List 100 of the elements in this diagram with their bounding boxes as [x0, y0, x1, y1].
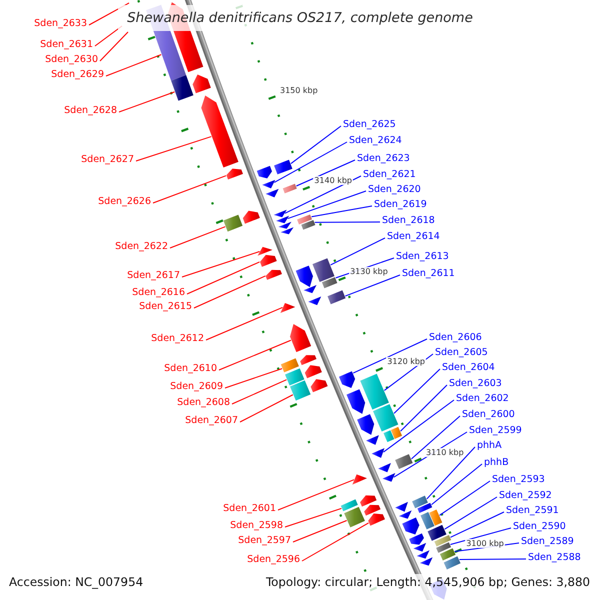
gene-wedge	[398, 510, 412, 519]
leader-line	[284, 176, 362, 214]
leader-line	[240, 394, 294, 422]
leader-line	[458, 558, 526, 560]
gene-label: Sden_2615	[139, 301, 192, 313]
gene-label: Sden_2622	[115, 241, 168, 253]
gene-wedge	[266, 188, 279, 198]
gene-wedge	[280, 302, 296, 313]
leader-line	[136, 136, 212, 162]
leader-line	[296, 160, 356, 186]
gene-pentagon	[357, 414, 374, 435]
gene-wedge	[366, 435, 379, 445]
gene-pentagon	[346, 389, 366, 414]
gene-label: Sden_2596	[247, 554, 300, 566]
gene-wedge	[262, 180, 276, 188]
gene-block	[280, 358, 299, 372]
gene-pentagon	[364, 504, 381, 516]
gene-label: Sden_2589	[521, 536, 574, 548]
tick-label: 3130 kbp	[349, 266, 389, 276]
leader-line	[232, 379, 288, 404]
gene-label: Sden_2616	[132, 287, 185, 299]
leader-line	[426, 446, 476, 500]
leader-line	[224, 368, 283, 388]
gene-label: Sden_2623	[357, 153, 410, 165]
gene-block	[390, 426, 402, 439]
gene-wedge	[304, 285, 317, 294]
gene-block	[444, 556, 461, 570]
gene-block	[340, 499, 358, 512]
gene-block	[297, 214, 312, 225]
gene-pentagon	[260, 254, 277, 267]
leader-line	[382, 400, 454, 453]
gene-label: Sden_2605	[435, 347, 488, 359]
gene-block	[373, 404, 398, 432]
gene-label: Sden_2613	[396, 251, 449, 263]
tick-label: 3120 kbp	[386, 357, 426, 366]
leader-line	[394, 368, 440, 414]
gene-block	[412, 496, 428, 508]
gene-wedge	[280, 227, 294, 234]
gene-label: Sden_2590	[513, 521, 566, 533]
gene-pentagon	[360, 495, 377, 507]
leader-line	[410, 416, 460, 460]
leader-line	[444, 496, 498, 530]
gene-label: Sden_2598	[230, 520, 283, 532]
gene-wedge	[274, 210, 287, 218]
gene-pentagon	[192, 74, 211, 94]
leader-line	[290, 126, 342, 164]
gene-block	[434, 535, 452, 547]
tick-label: 3110 kbp	[425, 448, 465, 457]
gene-label: Sden_2599	[469, 425, 522, 437]
leader-line	[88, 2, 130, 26]
leader-line	[311, 206, 372, 218]
gene-label: Sden_2620	[368, 184, 421, 196]
gene-pentagon	[242, 210, 260, 224]
gene-block	[223, 214, 243, 232]
gene-label: phhB	[484, 457, 509, 469]
gene-label: Sden_2604	[442, 362, 495, 374]
gene-label: Sden_2593	[492, 474, 545, 486]
gene-label: Sden_2629	[51, 69, 104, 81]
accession-text: Accession: NC_007954	[9, 574, 144, 591]
gene-block	[290, 380, 311, 401]
leader-line	[218, 340, 292, 370]
gene-pentagon	[310, 379, 328, 392]
tick-label: 3140 kbp	[313, 176, 353, 186]
gene-label: Sden_2606	[429, 332, 482, 344]
leader-line	[152, 175, 227, 204]
gene-label: Sden_2592	[499, 490, 552, 502]
leader-line	[194, 275, 266, 308]
leader-line	[278, 479, 354, 510]
gene-block	[440, 548, 456, 560]
leader-line	[344, 274, 400, 297]
gene-pentagon	[368, 513, 385, 526]
gene-label: Sden_2619	[374, 199, 427, 211]
gene-label: Sden_2633	[34, 18, 87, 30]
gene-wedge	[416, 550, 430, 559]
gene-wedge	[308, 296, 322, 306]
gene-label: Sden_2609	[170, 381, 223, 393]
gene-label: Sden_2612	[151, 333, 204, 345]
leader-line	[439, 480, 490, 516]
gene-label: Sden_2625	[343, 119, 396, 131]
leader-line	[100, 32, 128, 62]
leader-line	[170, 226, 226, 248]
gene-label: Sden_2627	[81, 154, 134, 166]
gene-wedge	[258, 246, 272, 256]
gene-block	[301, 220, 316, 230]
gene-label: Sden_2600	[462, 409, 515, 421]
gene-pentagon	[409, 533, 424, 545]
gene-label: phhA	[477, 440, 502, 452]
leader-line	[182, 251, 260, 278]
gene-block	[436, 542, 452, 553]
gene-pentagon	[304, 365, 322, 378]
gene-block	[420, 512, 434, 530]
gene-block	[284, 368, 304, 386]
leader-line	[330, 238, 386, 266]
gene-label: Sden_2597	[238, 535, 291, 547]
gene-block	[274, 160, 292, 174]
gene-label: Sden_2617	[127, 270, 180, 282]
gene-pentagon	[338, 371, 356, 388]
leader-line	[292, 520, 348, 542]
gene-label: Sden_2624	[349, 135, 402, 147]
gene-pentagon	[226, 168, 243, 180]
